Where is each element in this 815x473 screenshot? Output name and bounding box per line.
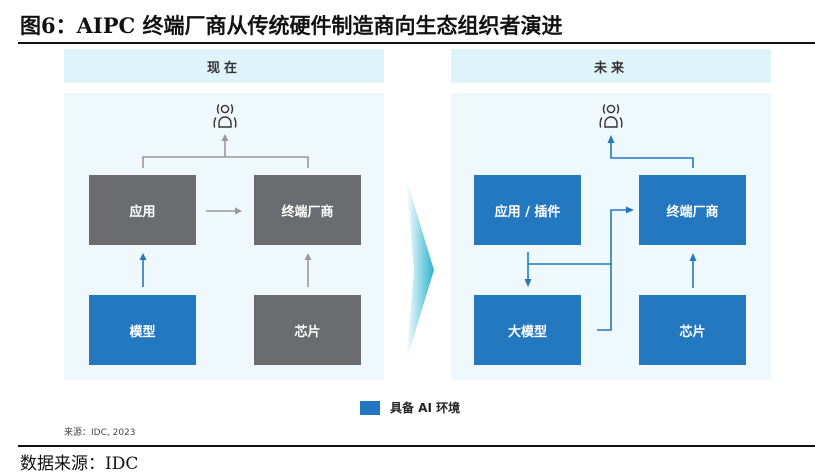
panel-header-future: 未来 [451, 49, 771, 83]
title-divider [18, 42, 815, 44]
box-now-app: 应用 [89, 175, 196, 245]
box-now-model: 模型 [89, 295, 196, 365]
legend-swatch-ai [360, 400, 380, 415]
bottom-divider [18, 445, 815, 447]
box-future-chip: 芯片 [639, 295, 746, 365]
box-now-vendor: 终端厂商 [254, 175, 361, 245]
chevron-right-icon [406, 178, 434, 362]
source-note: 数据来源：IDC [20, 454, 139, 473]
panel-header-now: 现在 [64, 49, 384, 83]
box-future-vendor: 终端厂商 [639, 175, 746, 245]
box-future-app-plugin: 应用 / 插件 [474, 175, 581, 245]
legend: 具备 AI 环境 [360, 399, 460, 416]
figure-title: 图6：AIPC 终端厂商从传统硬件制造商向生态组织者演进 [20, 13, 563, 38]
source-note-inner: 来源：IDC, 2023 [64, 428, 136, 438]
box-now-chip: 芯片 [254, 295, 361, 365]
legend-label: 具备 AI 环境 [390, 401, 461, 415]
box-future-large-model: 大模型 [474, 295, 581, 365]
